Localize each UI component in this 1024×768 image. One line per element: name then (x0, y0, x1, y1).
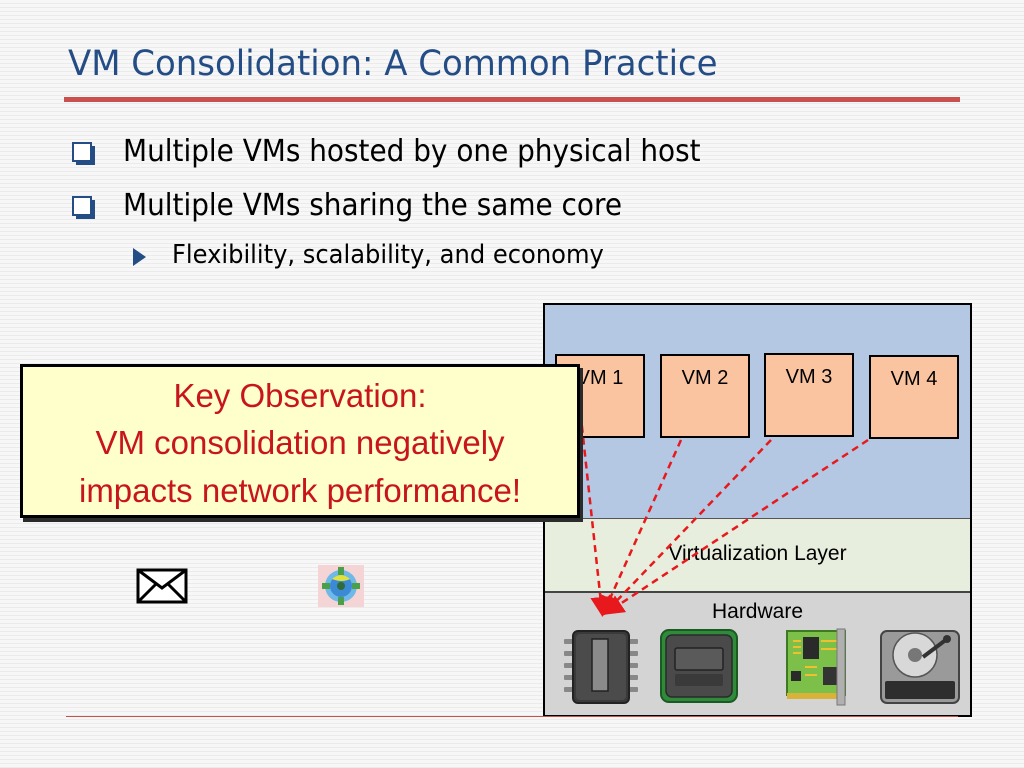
vm-label: VM 3 (785, 366, 833, 388)
sub-bullet-item: Flexibility, scalability, and economy (172, 240, 604, 270)
dashed-arrow (602, 439, 772, 616)
key-observation-callout: Key Observation: VM consolidation negati… (20, 364, 580, 518)
slide-title: VM Consolidation: A Common Practice (68, 44, 718, 84)
dashed-arrow (576, 389, 611, 617)
vm-box-4: VM 4 (869, 355, 959, 439)
envelope-icon (136, 568, 188, 604)
virtualization-layer: Virtualization Layer (545, 518, 970, 592)
hardware-label: Hardware (711, 600, 804, 623)
square-bullet-icon (72, 142, 95, 165)
callout-text: VM consolidation negatively (95, 424, 505, 461)
bullet-item: Multiple VMs hosted by one physical host (123, 134, 701, 169)
cpu-chip-icon (564, 630, 638, 704)
callout-heading: Key Observation: (173, 377, 427, 414)
arrow-bullet-icon (133, 248, 146, 266)
vm-box-2: VM 2 (660, 354, 750, 438)
vm-label: VM 2 (681, 367, 729, 389)
square-bullet-icon (72, 196, 95, 219)
title-underline (64, 97, 960, 102)
vm-box-3: VM 3 (764, 353, 854, 437)
vm-label: VM 1 (576, 367, 624, 389)
footer-rule (66, 716, 958, 717)
bullet-item: Multiple VMs sharing the same core (123, 188, 622, 223)
network-card-icon (786, 628, 846, 706)
vm-label: VM 4 (890, 368, 938, 390)
virtualization-diagram: VM 1 VM 2 VM 3 VM 4 Virtualization Layer… (543, 303, 972, 717)
virtualization-layer-label: Virtualization Layer (668, 542, 847, 565)
callout-text: impacts network performance! (78, 472, 521, 509)
dashed-arrow (603, 438, 869, 615)
gear-image-icon (318, 565, 364, 607)
memory-module-icon (660, 629, 738, 703)
hard-disk-icon (880, 630, 960, 704)
hardware-layer: Hardware (545, 591, 970, 715)
dashed-arrow (601, 439, 683, 617)
